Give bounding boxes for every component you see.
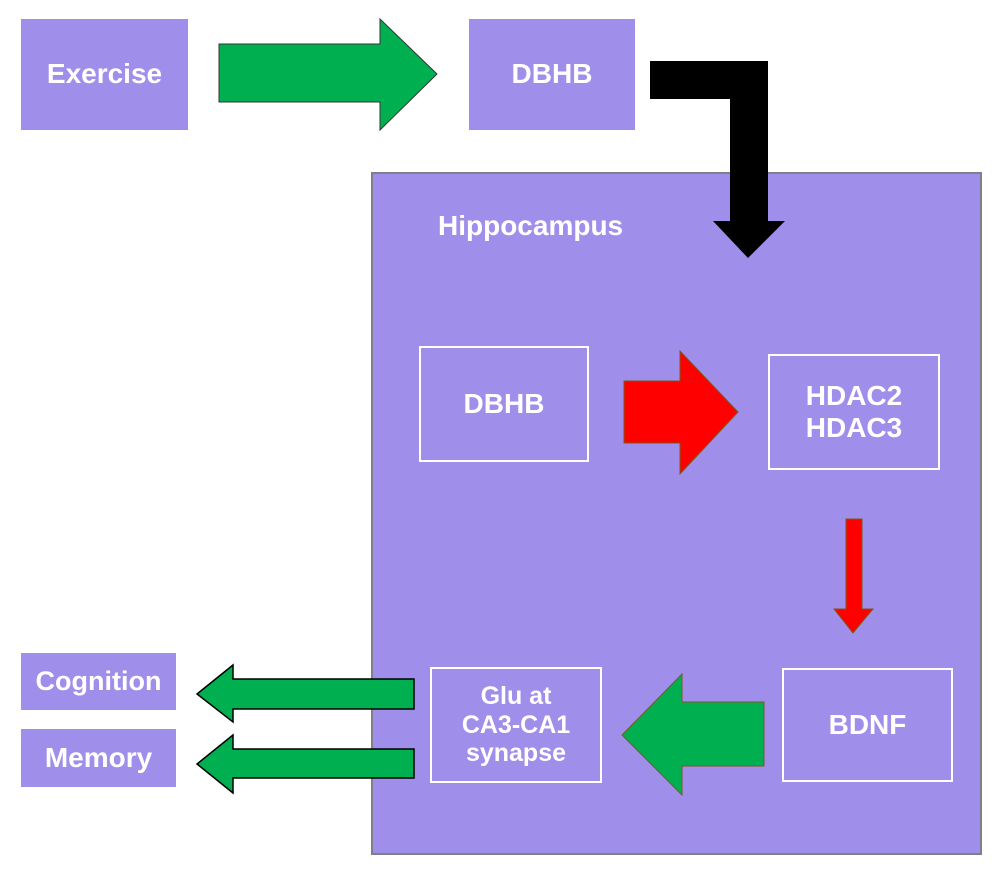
dbhb-top-box: DBHB bbox=[469, 19, 635, 130]
exercise-box: Exercise bbox=[21, 19, 188, 130]
green-arrow-glu-to-memory bbox=[195, 733, 415, 795]
glu-synapse-box: Glu at CA3-CA1 synapse bbox=[430, 667, 602, 783]
memory-box: Memory bbox=[21, 729, 176, 787]
black-elbow-arrow-dbhb-to-hippocampus bbox=[650, 61, 785, 258]
red-arrow-hdac-to-bdnf bbox=[832, 518, 875, 634]
green-arrow-bdnf-to-glu bbox=[621, 672, 765, 797]
bdnf-box: BDNF bbox=[782, 668, 953, 782]
green-arrow-exercise-to-dbhb bbox=[218, 17, 438, 132]
cognition-box: Cognition bbox=[21, 653, 176, 710]
red-arrow-dbhb-to-hdac bbox=[623, 349, 739, 476]
hippocampus-title: Hippocampus bbox=[438, 210, 624, 241]
green-arrow-glu-to-cognition bbox=[195, 663, 415, 724]
hdac-box: HDAC2 HDAC3 bbox=[768, 354, 940, 470]
dbhb-inner-box: DBHB bbox=[419, 346, 589, 462]
